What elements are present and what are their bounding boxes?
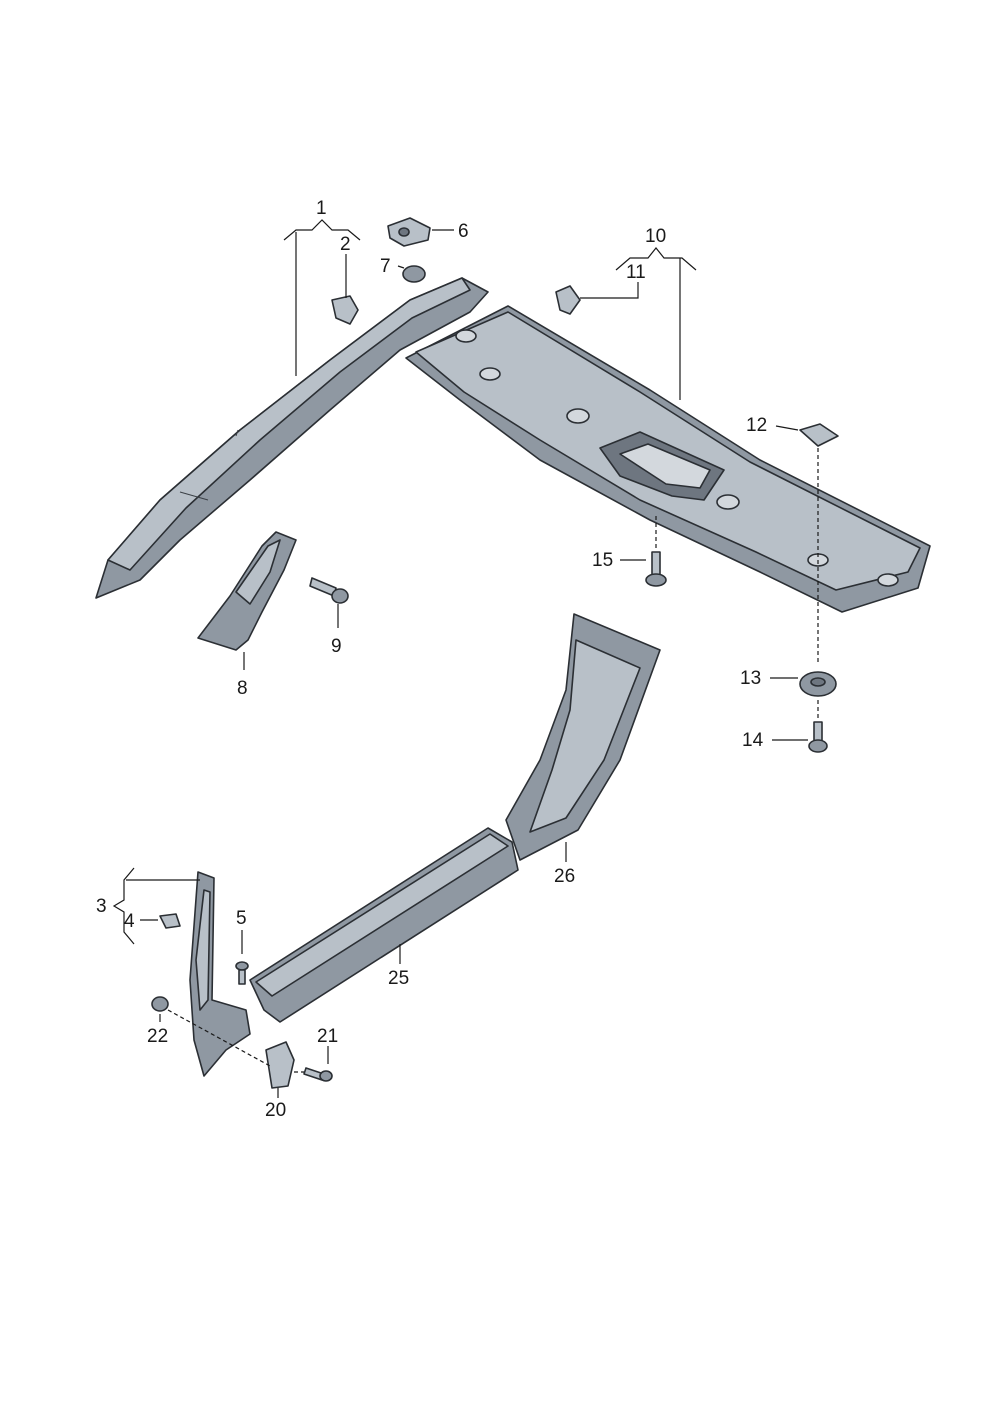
clip-part-11 (555, 285, 581, 315)
headliner-panel-part-10 (405, 305, 931, 613)
callout-12: 12 (746, 415, 767, 436)
clip-nut-part-12 (799, 423, 839, 447)
bolt-part-9 (309, 577, 349, 604)
callout-8: 8 (237, 678, 248, 699)
leader-lines (112, 219, 819, 1098)
callout-3: 3 (96, 896, 107, 917)
callout-labels: 1 2 3 4 5 6 7 8 9 10 11 12 13 14 15 20 2… (96, 198, 767, 1121)
bracket-part-6 (387, 217, 431, 247)
clip-part-2 (331, 295, 359, 325)
callout-11: 11 (626, 262, 646, 283)
nut-part-7 (402, 265, 426, 283)
nut-part-22 (151, 996, 169, 1012)
callout-6: 6 (458, 221, 469, 242)
callout-2: 2 (340, 234, 351, 255)
callout-13: 13 (740, 668, 761, 689)
roof-rail-trim (95, 277, 489, 599)
callout-21: 21 (317, 1026, 338, 1047)
callout-7: 7 (380, 256, 391, 277)
bracket-part-20 (265, 1041, 295, 1089)
screw-part-5 (235, 961, 249, 985)
callout-9: 9 (331, 636, 342, 657)
clip-part-4 (159, 913, 181, 929)
grommet-part-13 (799, 671, 837, 697)
callout-10: 10 (645, 226, 666, 247)
callout-26: 26 (554, 866, 575, 887)
callout-5: 5 (236, 908, 247, 929)
screw-part-21 (303, 1067, 333, 1082)
callout-4: 4 (124, 911, 135, 932)
screw-part-15 (645, 551, 667, 587)
pillar-trim-part-3 (189, 871, 251, 1077)
callout-14: 14 (742, 730, 764, 751)
callout-20: 20 (265, 1100, 286, 1121)
pillar-trim-part-26 (505, 613, 661, 861)
sill-trim-part-25 (249, 827, 519, 1023)
callout-25: 25 (388, 968, 409, 989)
pillar-trim-part-8 (197, 531, 297, 651)
callout-22: 22 (147, 1026, 168, 1047)
bolt-part-14 (808, 721, 828, 753)
callout-15: 15 (592, 550, 613, 571)
callout-1: 1 (316, 198, 327, 219)
